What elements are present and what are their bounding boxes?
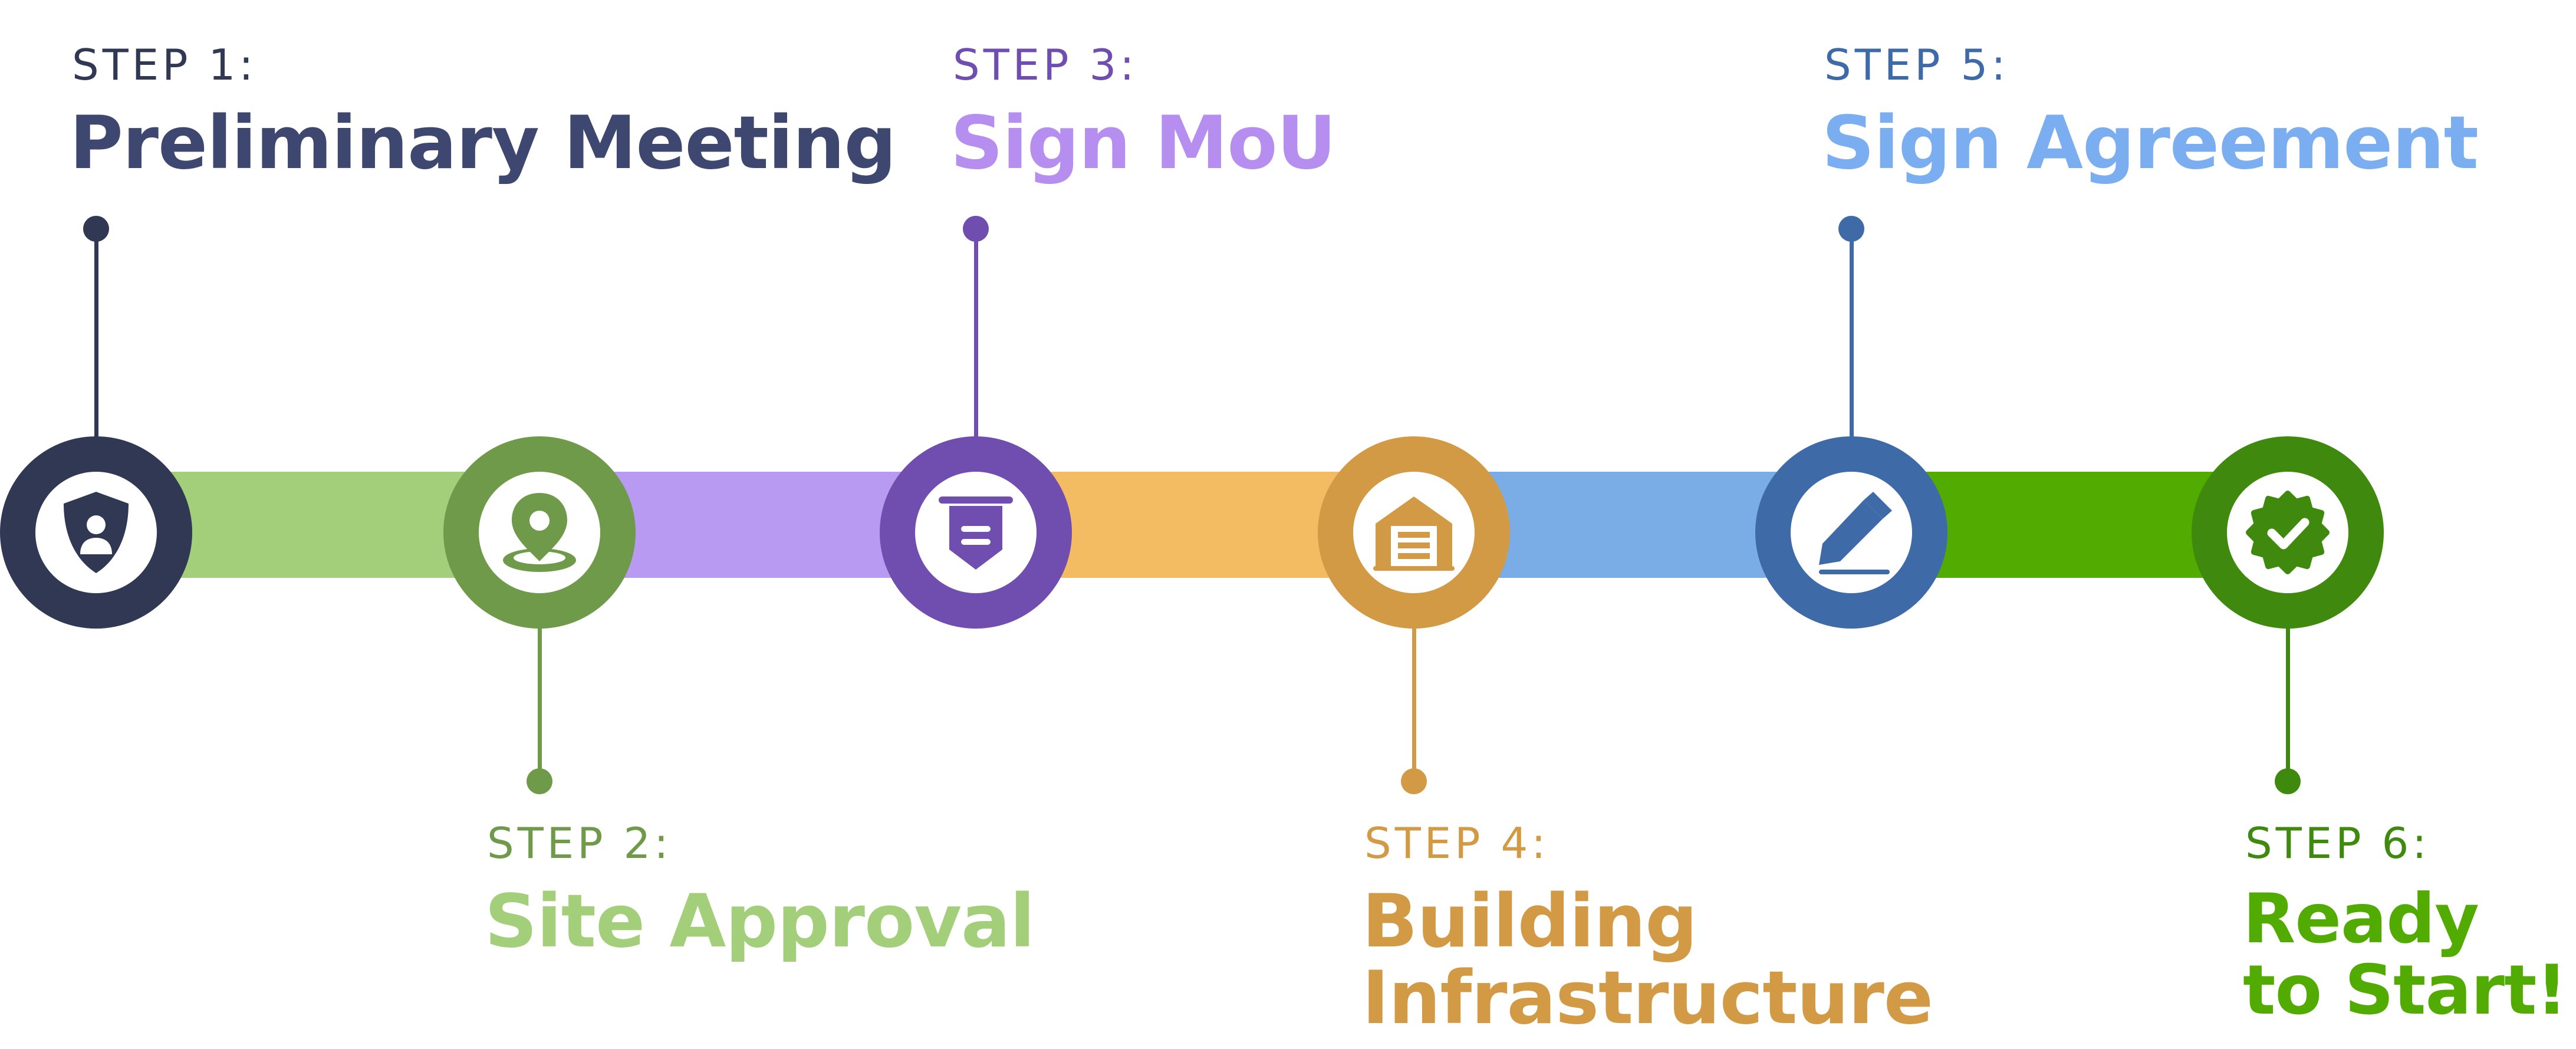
pen-sign-icon (1807, 488, 1896, 577)
step-4-stem (1412, 532, 1416, 781)
step-5-node-disc (1791, 472, 1912, 593)
step-1-title: Preliminary Meeting (70, 105, 896, 182)
step-2-stem-dot (527, 768, 552, 794)
badge-check-icon (2243, 488, 2332, 577)
step-6-stem-dot (2275, 768, 2301, 794)
step-2-title: Site Approval (485, 879, 1035, 964)
step-3-stem (973, 229, 978, 532)
step-3-stem-dot (963, 216, 989, 242)
step-1-node-disc (35, 472, 157, 593)
step-5-label: STEP 5: (1824, 40, 2009, 90)
step-2-node (443, 436, 636, 629)
step-6-node (2192, 436, 2384, 629)
step-1-label: STEP 1: (72, 40, 257, 90)
step-1-stem (94, 229, 98, 532)
step-6-node-disc (2227, 472, 2348, 593)
document-banner-icon (932, 488, 1020, 577)
step-5-title: Sign Agreement (1822, 101, 2479, 186)
shield-user-icon (58, 488, 134, 577)
step-6-title: Ready to Start! (2243, 883, 2567, 1026)
step-3-label: STEP 3: (953, 40, 1138, 90)
step-5-stem (1849, 229, 1854, 532)
step-6-title-line-2: to Start! (2243, 951, 2567, 1030)
step-1-title-line: Preliminary Meeting (70, 101, 896, 186)
step-3-title-line: Sign MoU (950, 101, 1336, 186)
step-4-title: Building Infrastructure (1362, 883, 1933, 1037)
step-6-stem (2285, 532, 2290, 781)
step-2-stem (537, 532, 542, 781)
step-5-title-line: Sign Agreement (1822, 101, 2479, 186)
step-4-node-disc (1353, 472, 1475, 593)
step-4-stem-dot (1401, 768, 1427, 794)
step-4-label: STEP 4: (1364, 818, 1549, 868)
step-2-title-line: Site Approval (485, 879, 1035, 964)
warehouse-icon (1370, 488, 1458, 577)
step-5-node (1755, 436, 1947, 629)
step-2-label: STEP 2: (487, 818, 672, 868)
step-4-title-line-1: Building (1362, 879, 1697, 964)
location-pin-icon (495, 488, 584, 577)
step-3-node (880, 436, 1072, 629)
step-2-node-disc (479, 472, 600, 593)
step-5-stem-dot (1838, 216, 1864, 242)
step-4-title-line-2: Infrastructure (1362, 956, 1933, 1041)
step-3-title: Sign MoU (950, 101, 1336, 186)
step-6-label: STEP 6: (2245, 818, 2430, 868)
step-3-node-disc (915, 472, 1037, 593)
step-4-node (1318, 436, 1510, 629)
step-1-node (0, 436, 192, 629)
step-6-title-line-1: Ready (2243, 879, 2479, 959)
step-1-stem-dot (83, 216, 109, 242)
